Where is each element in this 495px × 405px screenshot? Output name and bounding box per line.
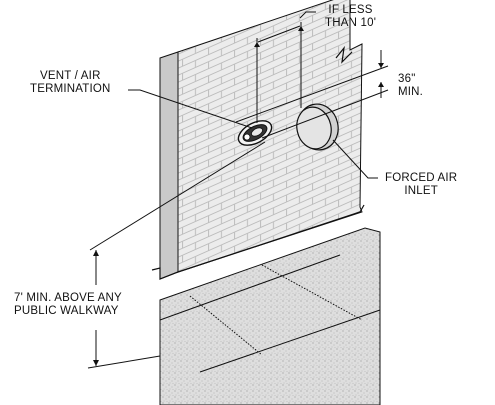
dimension-arrows [93,26,384,366]
if-less-line1: IF LESS [328,4,373,16]
walkway-clearance-label: 7' MIN. ABOVE ANY PUBLIC WALKWAY [14,292,122,318]
dimension-lines [87,11,389,369]
min36-line2: MIN. [398,86,424,98]
brick-wall [151,0,365,280]
forced-air-line2: INLET [404,185,438,197]
forced-air-inlet-label: FORCED AIR INLET [385,172,457,198]
vent-air-termination-label: VENT / AIR TERMINATION [30,70,111,96]
forced-air-line1: FORCED AIR [385,172,458,184]
walkway-pavement [159,227,381,405]
if-less-than-10-label: IF LESS THAN 10' [325,4,376,30]
min-36-label: 36" MIN. [398,73,423,99]
walkway-line1: 7' MIN. ABOVE ANY [14,292,122,304]
wall-side-face [159,51,179,280]
vent-termination [237,120,273,146]
if-less-line2: THAN 10' [325,17,377,29]
vent-line2: TERMINATION [30,83,111,95]
vent-line1: VENT / AIR [39,70,101,82]
forced-air-inlet [296,103,339,151]
walkway-line2: PUBLIC WALKWAY [14,305,119,317]
min36-line1: 36" [398,73,416,85]
